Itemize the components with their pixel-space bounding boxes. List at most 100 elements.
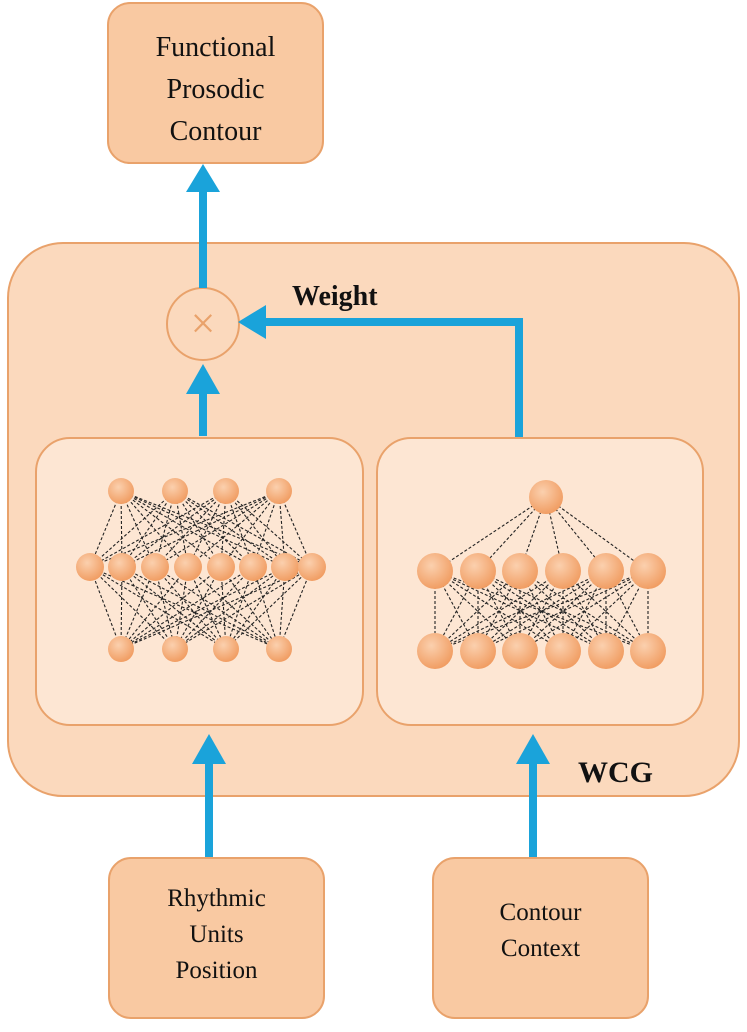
network-node bbox=[174, 553, 202, 581]
arrow-weight-path bbox=[262, 318, 523, 437]
left-layer-top bbox=[108, 478, 292, 504]
network-edge bbox=[89, 566, 280, 650]
network-edge bbox=[220, 490, 280, 568]
network-edge bbox=[121, 490, 227, 568]
network-edge bbox=[174, 490, 254, 568]
network-edge bbox=[120, 566, 189, 650]
multiply-icon: × bbox=[191, 299, 216, 348]
arrows bbox=[186, 164, 550, 858]
network-edge bbox=[562, 570, 649, 652]
network-edge bbox=[120, 566, 123, 650]
network-edge bbox=[121, 490, 176, 568]
network-edge bbox=[174, 566, 189, 650]
network-node bbox=[162, 478, 188, 504]
network-edge bbox=[477, 570, 649, 652]
network-edge bbox=[187, 490, 227, 568]
arrow-head-to-output bbox=[186, 164, 220, 192]
network-edge bbox=[174, 566, 254, 650]
network-node bbox=[502, 553, 538, 589]
input-box-rhythmic bbox=[108, 857, 325, 1019]
network-node bbox=[460, 553, 496, 589]
network-edge bbox=[225, 490, 313, 568]
network-edge bbox=[154, 490, 280, 568]
right-layer-middle bbox=[417, 553, 666, 589]
network-edge bbox=[120, 566, 222, 650]
network-node bbox=[239, 553, 267, 581]
network-edge bbox=[154, 490, 227, 568]
network-edge bbox=[225, 490, 286, 568]
network-edge bbox=[121, 566, 280, 650]
network-edge bbox=[89, 490, 227, 568]
network-edge bbox=[519, 570, 607, 652]
network-edge bbox=[545, 496, 649, 572]
network-node bbox=[141, 553, 169, 581]
network-node bbox=[630, 553, 666, 589]
network-edge bbox=[120, 490, 156, 568]
output-box bbox=[107, 2, 324, 164]
arrow-head-weight bbox=[238, 305, 266, 339]
arrow-head-input-right bbox=[516, 734, 550, 764]
network-edge bbox=[519, 570, 607, 652]
network-node bbox=[266, 478, 292, 504]
network-node bbox=[502, 633, 538, 669]
network-node bbox=[266, 636, 292, 662]
network-edge bbox=[225, 566, 254, 650]
network-edge bbox=[278, 490, 313, 568]
network-node bbox=[162, 636, 188, 662]
left-layer-bottom bbox=[108, 636, 292, 662]
network-edge bbox=[477, 570, 564, 652]
output-line-2: Prosodic bbox=[167, 74, 265, 105]
network-edge bbox=[187, 566, 280, 650]
network-edge bbox=[434, 570, 564, 652]
output-line-1: Functional bbox=[156, 32, 276, 63]
network-edge bbox=[120, 566, 254, 650]
network-node bbox=[545, 553, 581, 589]
network-edge bbox=[174, 566, 222, 650]
right-layer-bottom bbox=[417, 633, 666, 669]
network-edge bbox=[220, 566, 227, 650]
network-node bbox=[588, 633, 624, 669]
network-edge bbox=[89, 490, 176, 568]
network-edge bbox=[120, 490, 189, 568]
weight-label: Weight bbox=[292, 281, 378, 312]
network-node bbox=[417, 633, 453, 669]
network-node bbox=[417, 553, 453, 589]
arrow-head-input-left bbox=[192, 734, 226, 764]
input-left-line-3: Position bbox=[176, 957, 258, 984]
network-edge bbox=[121, 566, 227, 650]
network-edge bbox=[89, 566, 227, 650]
left-network-panel bbox=[35, 437, 364, 726]
network-edge bbox=[477, 570, 649, 652]
input-box-context bbox=[432, 857, 649, 1019]
network-node bbox=[298, 553, 326, 581]
left-edges-bottom bbox=[89, 566, 313, 650]
network-edge bbox=[154, 566, 176, 650]
network-edge bbox=[434, 496, 547, 572]
network-edge bbox=[187, 566, 227, 650]
network-edge bbox=[278, 566, 286, 650]
network-edge bbox=[89, 490, 280, 568]
input-right-line-1: Contour bbox=[500, 899, 583, 926]
network-edge bbox=[174, 490, 286, 568]
network-node bbox=[529, 480, 563, 514]
network-node bbox=[108, 553, 136, 581]
network-node bbox=[207, 553, 235, 581]
network-edge bbox=[174, 566, 313, 650]
arrow-head-left-to-multiply bbox=[186, 364, 220, 394]
network-edge bbox=[477, 570, 607, 652]
network-edge bbox=[252, 566, 280, 650]
network-node bbox=[213, 478, 239, 504]
network-edge bbox=[120, 490, 222, 568]
network-node bbox=[460, 633, 496, 669]
wcg-label: WCG bbox=[578, 756, 653, 789]
network-edge bbox=[477, 570, 564, 652]
network-node bbox=[213, 636, 239, 662]
network-edge bbox=[174, 566, 286, 650]
network-edge bbox=[89, 490, 122, 568]
network-edge bbox=[120, 490, 254, 568]
left-network bbox=[76, 478, 326, 662]
network-edge bbox=[225, 566, 286, 650]
input-left-line-1: Rhythmic bbox=[167, 885, 266, 912]
